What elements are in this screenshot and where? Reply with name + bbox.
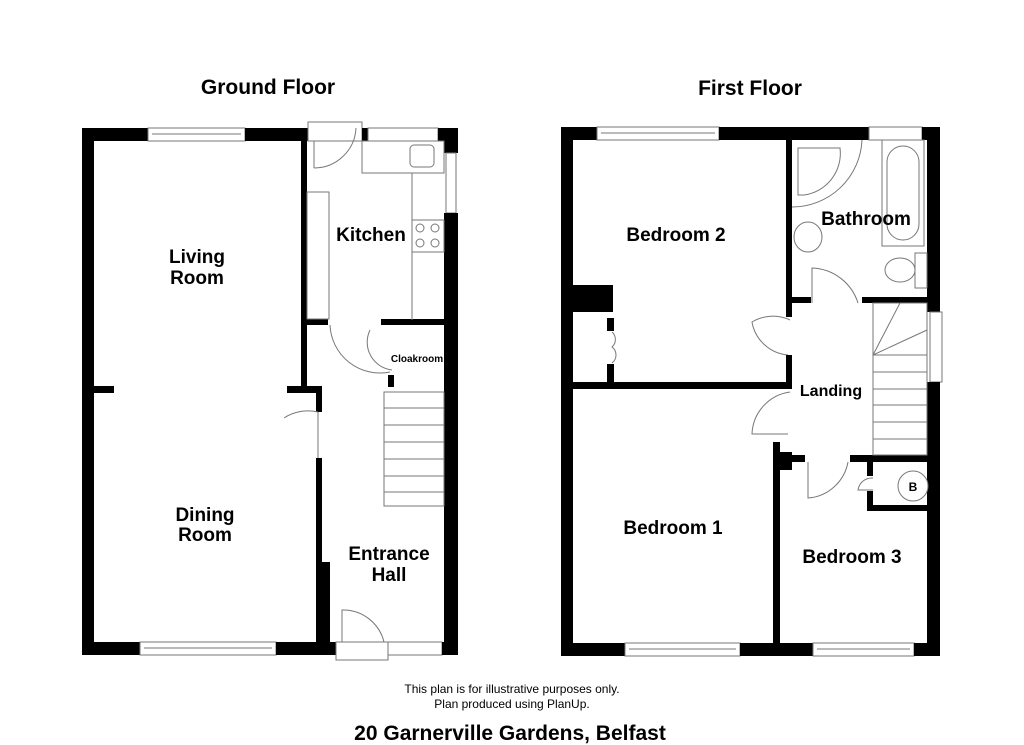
room-label-bedroom1: Bedroom 1 [623,518,723,539]
room-label-dining: Dining [175,505,234,526]
front-door-frame [335,641,389,661]
disclaimer-text: This plan is for illustrative purposes o… [404,682,619,696]
first-floor-title: First Floor [698,77,802,100]
room-label-kitchen: Kitchen [336,225,406,246]
boiler-label: B [909,480,918,494]
first-floor-plan: First Floor [561,77,943,657]
room-label-bedroom3: Bedroom 3 [802,547,901,568]
window [387,641,443,656]
room-label-cloakroom: Cloakroom [391,354,443,365]
window [929,311,943,383]
room-label-living: Living [169,247,225,268]
stairs [383,391,445,507]
window [367,127,439,142]
room-label-landing: Landing [800,383,862,400]
ground-floor-plan: Ground Floor [82,76,458,661]
room-label-dining: Room [178,525,232,546]
ground-floor-title: Ground Floor [201,76,335,99]
room-label-hall: Hall [372,565,407,586]
property-address: 20 Garnerville Gardens, Belfast [354,722,666,745]
room-label-bathroom: Bathroom [821,209,911,230]
window [868,126,923,141]
window [445,152,457,214]
stairs [872,302,928,456]
room-label-living: Room [170,268,224,289]
room-label-hall: Entrance [348,544,429,565]
room-label-bedroom2: Bedroom 2 [626,225,725,246]
boiler-icon [897,470,929,502]
disclaimer-text: Plan produced using PlanUp. [434,697,589,711]
